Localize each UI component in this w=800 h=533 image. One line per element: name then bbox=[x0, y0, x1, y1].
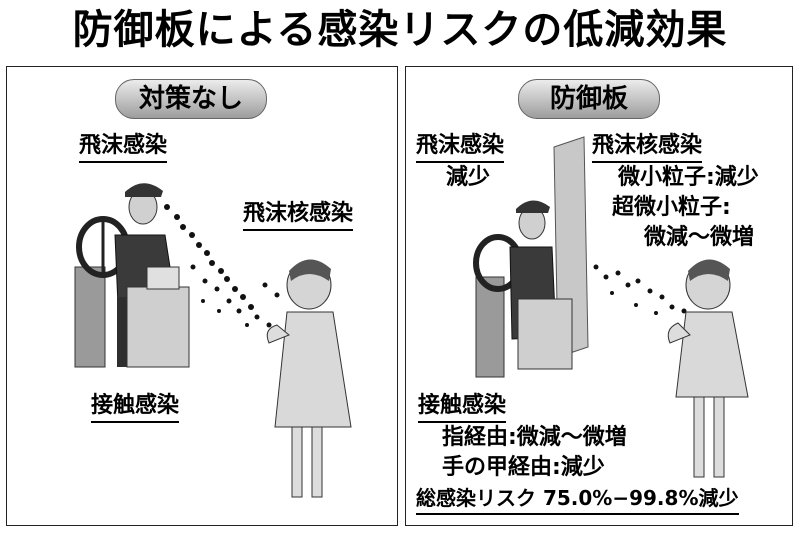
label-fine-particles: 微小粒子:減少 bbox=[618, 165, 759, 190]
droplet-particles bbox=[593, 264, 687, 315]
label-via-back-of-hand: 手の甲経由:減少 bbox=[442, 455, 605, 480]
label-ultrafine-effect: 微減～微増 bbox=[644, 225, 755, 250]
driver-passenger-illustration-no-barrier bbox=[74, 183, 352, 498]
page-title: 防御板による感染リスクの低減効果 bbox=[72, 7, 728, 53]
panel-barrier: 防御板 飛沫感染 減少 飛沫核感染 微小粒子:減少 超微小粒子: 微減～微増 接… bbox=[405, 66, 793, 526]
label-total-infection-risk: 総感染リスク 75.0%−99.8%減少 bbox=[416, 485, 739, 515]
label-droplet-infection: 飛沫感染 bbox=[79, 133, 168, 163]
driver-passenger-illustration-with-barrier bbox=[473, 136, 749, 478]
label-aerosol-infection: 飛沫核感染 bbox=[592, 133, 703, 163]
label-aerosol-infection: 飛沫核感染 bbox=[243, 201, 354, 231]
label-contact-infection: 接触感染 bbox=[91, 393, 180, 423]
label-ultrafine-particles: 超微小粒子: bbox=[612, 195, 731, 220]
panel-no-measures: 対策なし 飛沫感染 飛沫核感染 接触感染 bbox=[6, 66, 398, 526]
heading-no-measures: 対策なし bbox=[115, 79, 267, 119]
heading-barrier: 防御板 bbox=[518, 79, 660, 119]
droplet-particles bbox=[164, 204, 280, 328]
label-droplet-effect: 減少 bbox=[446, 165, 491, 190]
label-droplet-infection: 飛沫感染 bbox=[416, 133, 505, 163]
label-contact-infection: 接触感染 bbox=[418, 393, 507, 423]
label-via-finger: 指経由:微減～微増 bbox=[442, 425, 627, 450]
